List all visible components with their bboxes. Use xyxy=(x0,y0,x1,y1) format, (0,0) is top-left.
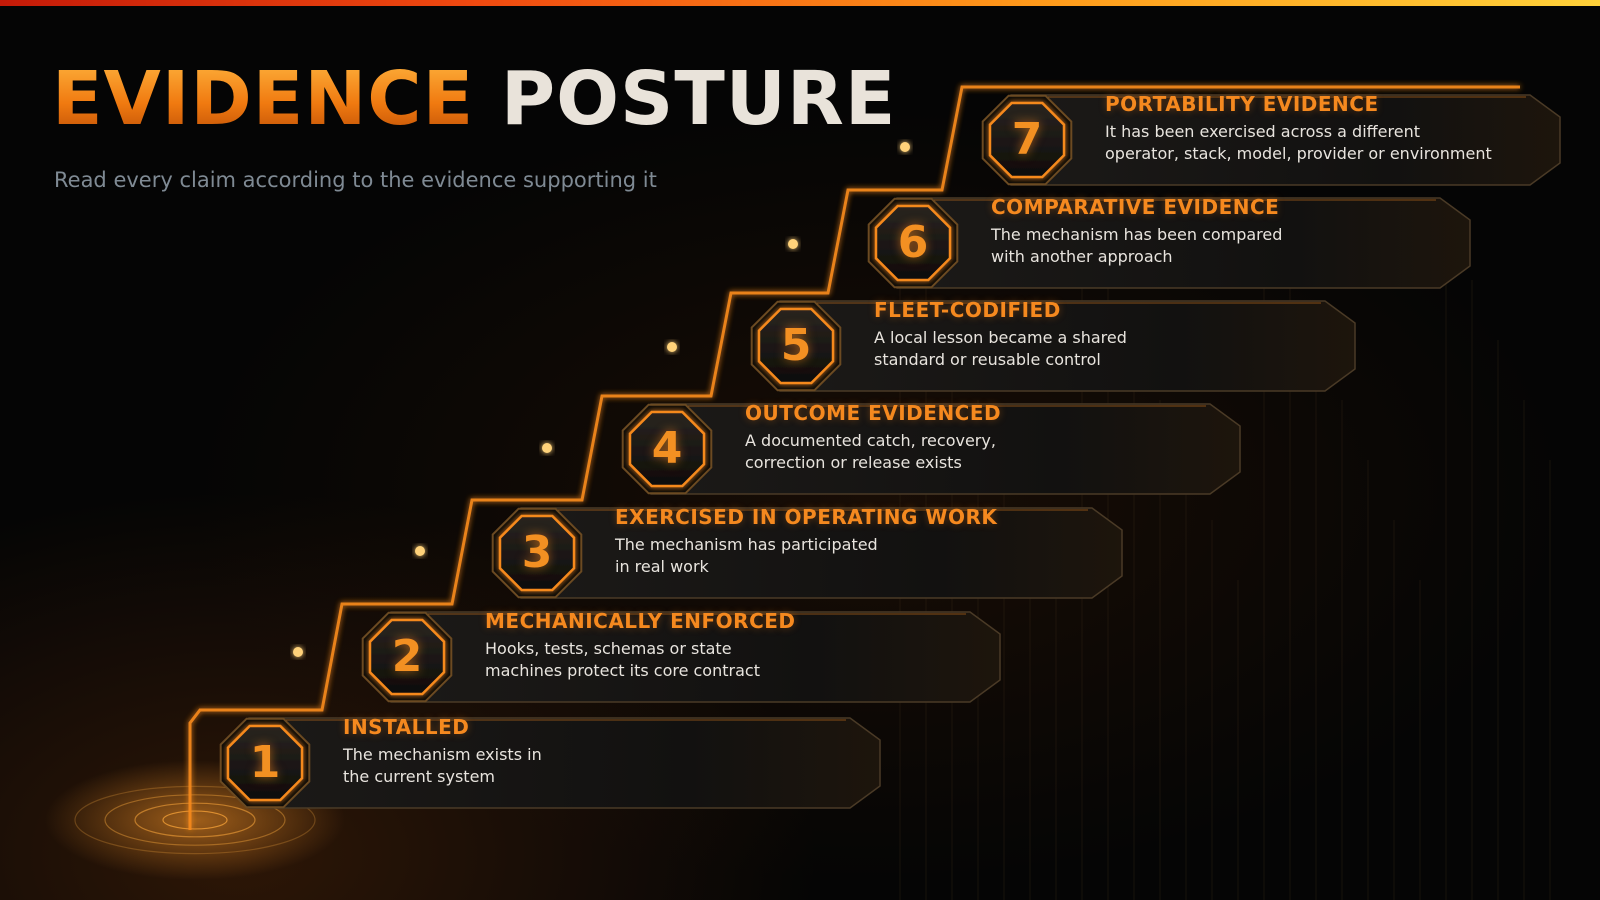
step-6-title: COMPARATIVE EVIDENCE xyxy=(991,195,1280,219)
step-2-desc-line-2: machines protect its core contract xyxy=(485,661,760,680)
octagon-badge-icon xyxy=(874,204,952,282)
step-3-desc-line-1: The mechanism has participated xyxy=(615,535,878,554)
step-1-desc-line-1: The mechanism exists in xyxy=(343,745,542,764)
step-4-desc-line-2: correction or release exists xyxy=(745,453,962,472)
step-2-desc-line-1: Hooks, tests, schemas or state xyxy=(485,639,732,658)
step-5-desc-line-1: A local lesson became a shared xyxy=(874,328,1127,347)
step-1-description: The mechanism exists in the current syste… xyxy=(343,744,773,788)
step-3-desc-line-2: in real work xyxy=(615,557,709,576)
step-3-title: EXERCISED IN OPERATING WORK xyxy=(615,505,998,529)
step-7-description: It has been exercised across a different… xyxy=(1105,121,1535,165)
page-title-main: POSTURE xyxy=(500,56,897,142)
octagon-badge-icon xyxy=(628,410,706,488)
step-4-number: 4 xyxy=(651,423,683,474)
glowing-node-icon xyxy=(667,342,677,352)
step-6-desc-line-1: The mechanism has been compared xyxy=(991,225,1283,244)
step-7-desc-line-2: operator, stack, model, provider or envi… xyxy=(1105,144,1492,163)
step-7-title: PORTABILITY EVIDENCE xyxy=(1105,92,1379,116)
step-1-text: INSTALLED The mechanism exists in the cur… xyxy=(343,715,783,788)
step-3-text: EXERCISED IN OPERATING WORK The mechanis… xyxy=(615,505,1055,578)
top-accent-bar xyxy=(0,0,1600,6)
octagon-badge-icon xyxy=(757,307,835,385)
octagon-badge-icon xyxy=(498,514,576,592)
page-subtitle: Read every claim according to the eviden… xyxy=(54,168,657,192)
glowing-node-icon xyxy=(900,142,910,152)
octagon-badge-icon xyxy=(368,618,446,696)
step-4-text: OUTCOME EVIDENCED A documented catch, re… xyxy=(745,401,1185,474)
step-2-title: MECHANICALLY ENFORCED xyxy=(485,609,796,633)
step-4-desc-line-1: A documented catch, recovery, xyxy=(745,431,996,450)
step-6-number: 6 xyxy=(897,217,929,268)
step-4-description: A documented catch, recovery, correction … xyxy=(745,430,1175,474)
step-5-title: FLEET-CODIFIED xyxy=(874,298,1061,322)
octagon-badge-icon xyxy=(988,101,1066,179)
step-1-number: 1 xyxy=(249,737,281,788)
step-4-title: OUTCOME EVIDENCED xyxy=(745,401,1002,425)
step-5-desc-line-2: standard or reusable control xyxy=(874,350,1101,369)
step-6-desc-line-2: with another approach xyxy=(991,247,1173,266)
step-3-number: 3 xyxy=(521,527,553,578)
step-7-number: 7 xyxy=(1011,114,1043,165)
glowing-node-icon xyxy=(542,443,552,453)
page-title: EVIDENCE POSTURE xyxy=(52,62,896,136)
step-6-text: COMPARATIVE EVIDENCE The mechanism has b… xyxy=(991,195,1431,268)
step-5-text: FLEET-CODIFIED A local lesson became a s… xyxy=(874,298,1314,371)
step-2-text: MECHANICALLY ENFORCED Hooks, tests, sche… xyxy=(485,609,925,682)
step-5-number: 5 xyxy=(780,320,812,371)
staircase-edge-line xyxy=(188,85,1520,830)
step-1-title: INSTALLED xyxy=(343,715,470,739)
step-7-desc-line-1: It has been exercised across a different xyxy=(1105,122,1421,141)
glowing-node-icon xyxy=(293,647,303,657)
step-3-description: The mechanism has participated in real wo… xyxy=(615,534,1045,578)
step-1-desc-line-2: the current system xyxy=(343,767,495,786)
step-2-number: 2 xyxy=(391,631,423,682)
step-7-text: PORTABILITY EVIDENCE It has been exercis… xyxy=(1105,92,1545,165)
octagon-badge-icon xyxy=(226,724,304,802)
step-2-description: Hooks, tests, schemas or state machines p… xyxy=(485,638,915,682)
step-5-description: A local lesson became a shared standard o… xyxy=(874,327,1304,371)
step-panels xyxy=(188,85,1561,830)
glowing-node-icon xyxy=(415,546,425,556)
page-title-accent: EVIDENCE xyxy=(52,56,475,142)
glowing-node-icon xyxy=(788,239,798,249)
step-6-description: The mechanism has been compared with anot… xyxy=(991,224,1421,268)
